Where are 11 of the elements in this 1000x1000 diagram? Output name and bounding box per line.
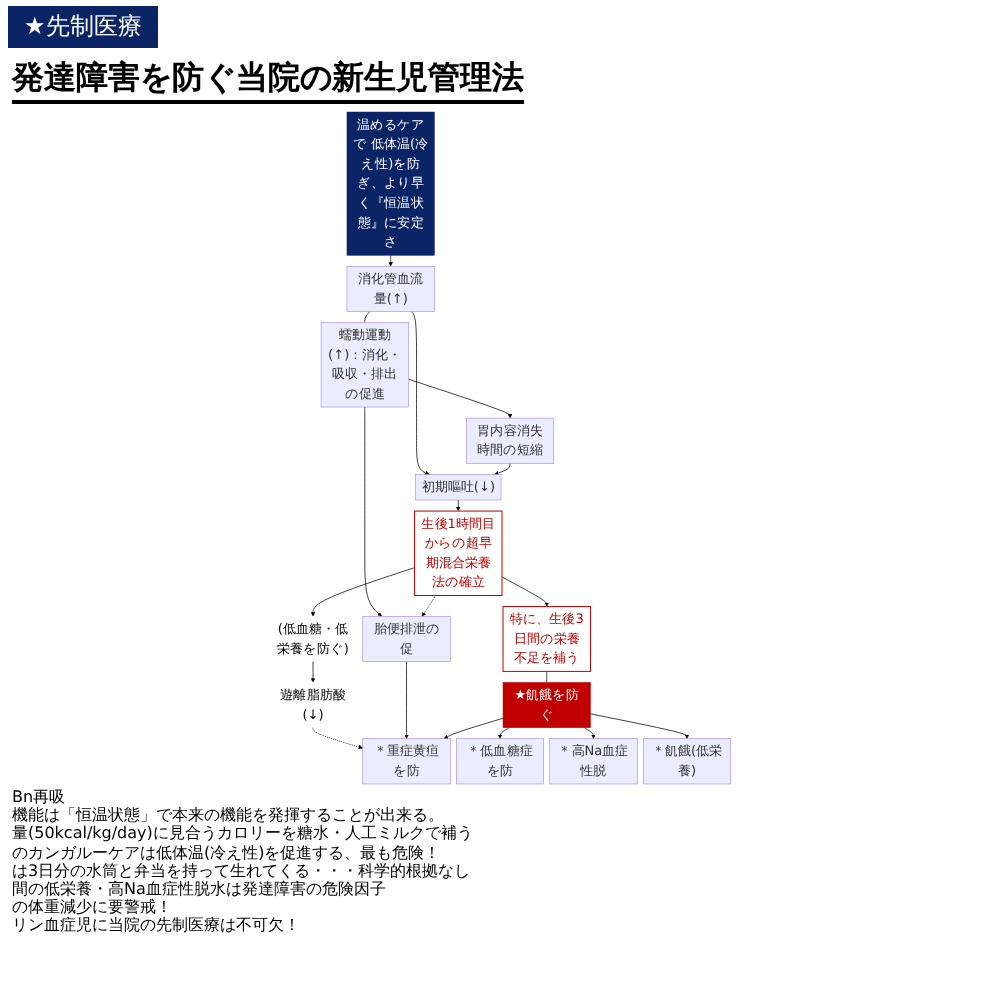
note-text: の体重減少に要警戒！ (12, 898, 174, 917)
note-text: は3日分の水筒と弁当を持って生れてくる・・・科学的根拠なし (12, 861, 473, 880)
note-text: 機能は「恒温状態」で本来の機能を発揮することが出来る。 (12, 806, 446, 825)
title: 発達障害を防ぐ当院の新生児管理法 (12, 58, 524, 104)
connector (364, 311, 371, 323)
annotation-text: Bn再吸 (12, 788, 68, 807)
note-text: 間の低栄養・高Na血症性脱水は発達障害の危険因子 (12, 879, 388, 899)
note-text: リン血症児に当院の先制医療は不可欠！ (12, 916, 302, 935)
note-text: 量(50kcal/kg/day)に見合うカロリーを糖水・人工ミルクで補う (12, 824, 475, 844)
note-text: のカンガルーケアは低体温(冷え性)を促進する、最も危険！ (12, 843, 443, 862)
heading-banner: ★先制医療 (8, 6, 158, 48)
